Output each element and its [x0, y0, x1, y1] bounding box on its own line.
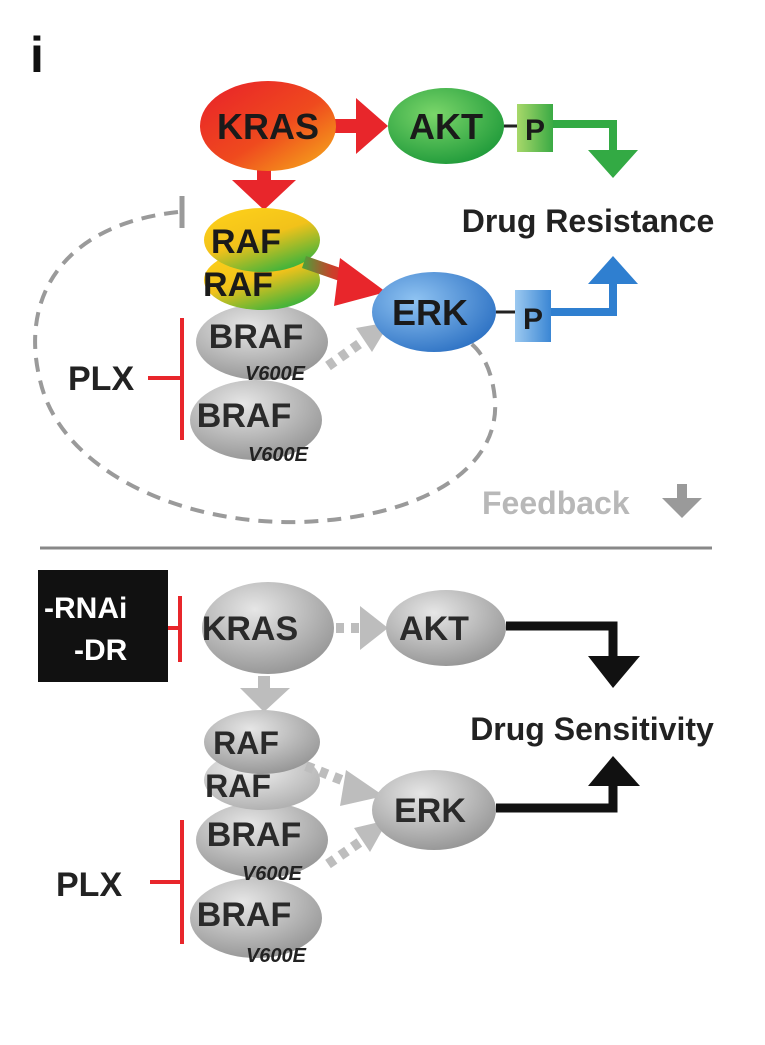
p-erk-label: P [523, 303, 543, 336]
braf1-label-bottom: BRAF [207, 816, 301, 854]
akt-label-bottom: AKT [399, 610, 469, 648]
raf-to-erk-arrow [302, 256, 386, 306]
raf2-label: RAF [203, 266, 273, 304]
raf-dimer-bottom: RAF RAF [204, 710, 320, 810]
kras-label: KRAS [217, 106, 319, 147]
bottom-panel: -RNAi -DR KRAS AKT Drug Sensitiv [38, 570, 714, 967]
kras-to-raf-faint [240, 676, 290, 712]
panel-label: i [30, 27, 44, 83]
akt-label: AKT [409, 106, 483, 147]
rnai-dr-box: -RNAi -DR [38, 570, 168, 682]
erk-node-top: ERK [372, 272, 496, 352]
akt-to-resistance-arrow [553, 120, 638, 178]
erk-to-sensitivity-arrow [496, 756, 640, 813]
plx-label-top: PLX [68, 360, 134, 398]
kras-node-bottom: KRAS [202, 582, 334, 674]
kras-node-top: KRAS [200, 81, 336, 171]
rnai-label: -RNAi [44, 592, 127, 625]
kras-to-akt-arrow [330, 98, 388, 154]
top-panel: KRAS AKT P Drug Resistance BRAF V600E BR… [33, 81, 715, 525]
braf-node-top-2: BRAF V600E [190, 380, 322, 466]
akt-node-bottom: AKT [386, 590, 506, 666]
braf2-sub-label-bottom: V600E [246, 945, 307, 967]
braf2-sub-label: V600E [248, 444, 309, 466]
dr-label: -DR [74, 634, 128, 667]
p-akt-box: P [517, 104, 553, 152]
erk-to-resistance-arrow [551, 256, 638, 316]
braf1-sub-label-bottom: V600E [242, 863, 303, 885]
feedback-label: Feedback [482, 485, 630, 521]
akt-node-top: AKT [388, 88, 504, 164]
p-akt-label: P [525, 114, 545, 147]
drug-resistance-label: Drug Resistance [462, 203, 715, 239]
kras-label-bottom: KRAS [202, 610, 298, 648]
braf1-sub-label: V600E [245, 363, 306, 385]
raf2-label-bottom: RAF [205, 768, 271, 804]
braf-node-top-1: BRAF V600E [196, 304, 328, 385]
akt-to-sensitivity-arrow [506, 621, 640, 688]
plx-label-bottom: PLX [56, 866, 122, 904]
kras-to-akt-dotted [336, 606, 388, 650]
plx-inhibitor-bottom: PLX [56, 820, 184, 944]
braf2-label: BRAF [197, 397, 291, 435]
raf1-label-bottom: RAF [213, 725, 279, 761]
plx-inhibitor-top: PLX [68, 318, 184, 440]
braf2-label-bottom: BRAF [197, 896, 291, 934]
raf1-label: RAF [211, 223, 281, 261]
raf-dimer-top: RAF RAF [203, 208, 320, 310]
erk-label-bottom: ERK [394, 792, 466, 830]
raf-to-erk-dotted [304, 761, 384, 806]
braf-node-bottom-1: BRAF V600E [196, 802, 328, 885]
erk-node-bottom: ERK [372, 770, 496, 850]
braf1-label: BRAF [209, 318, 303, 356]
p-erk-box: P [515, 290, 551, 342]
box-inhibit-kras [168, 596, 182, 662]
feedback-group: Feedback [482, 484, 702, 521]
drug-sensitivity-label: Drug Sensitivity [470, 711, 714, 747]
feedback-down-arrow-icon [662, 484, 702, 518]
feedback-loop [33, 210, 498, 525]
braf-node-bottom-2: BRAF V600E [190, 878, 322, 967]
erk-label: ERK [392, 292, 468, 333]
